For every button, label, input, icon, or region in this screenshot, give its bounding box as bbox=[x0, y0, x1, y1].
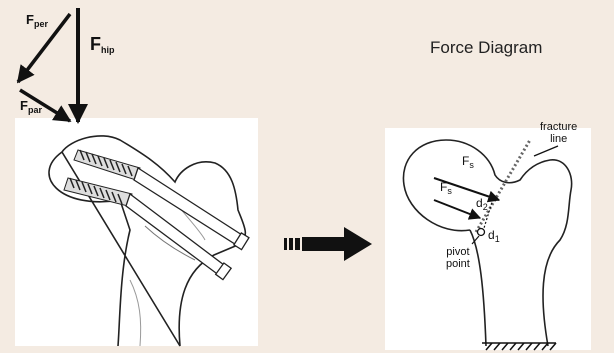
fs-top-label: Fs bbox=[462, 154, 474, 168]
f-per-label: Fper bbox=[26, 12, 48, 27]
d1-label: d1 bbox=[488, 228, 500, 242]
fs-bottom-label: Fs bbox=[440, 180, 452, 194]
f-hip-label: Fhip bbox=[90, 34, 115, 55]
ground-hatch bbox=[482, 343, 556, 350]
femur-right bbox=[403, 140, 571, 346]
d2-label: d2 bbox=[476, 196, 488, 210]
screw-top bbox=[74, 150, 249, 250]
fracture-line bbox=[476, 140, 530, 232]
fracture-pointer bbox=[534, 146, 558, 156]
transition-arrow bbox=[284, 227, 372, 261]
f-par-label: Fpar bbox=[20, 98, 42, 113]
pivot-point-label: pivot point bbox=[446, 246, 470, 270]
diagram-title: Force Diagram bbox=[430, 38, 542, 58]
femur-left bbox=[49, 136, 245, 346]
fracture-line-label: fracture line bbox=[540, 121, 577, 145]
fs-bottom-arrow bbox=[434, 200, 480, 218]
pivot-marker bbox=[478, 229, 485, 236]
